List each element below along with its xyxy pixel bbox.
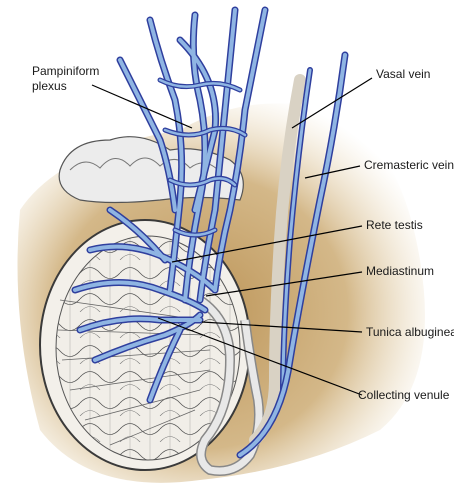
label-pampiniform-plexus: Pampiniform plexus	[32, 64, 99, 94]
label-tunica-albuginea: Tunica albuginea	[366, 325, 454, 339]
label-cremasteric-vein: Cremasteric vein	[364, 158, 454, 172]
venous-network	[71, 6, 349, 459]
label-pampiniform-line1: Pampiniform	[32, 64, 100, 78]
vas-deferens	[249, 74, 306, 446]
label-rete-testis: Rete testis	[366, 218, 423, 232]
leader-lines	[91, 77, 373, 396]
label-collecting-venule: Collecting venule	[358, 388, 450, 402]
tunica-albuginea-layer	[55, 235, 241, 461]
label-vasal-vein: Vasal vein	[376, 67, 431, 81]
label-pampiniform-line2: plexus	[32, 79, 67, 93]
label-mediastinum: Mediastinum	[366, 264, 435, 278]
